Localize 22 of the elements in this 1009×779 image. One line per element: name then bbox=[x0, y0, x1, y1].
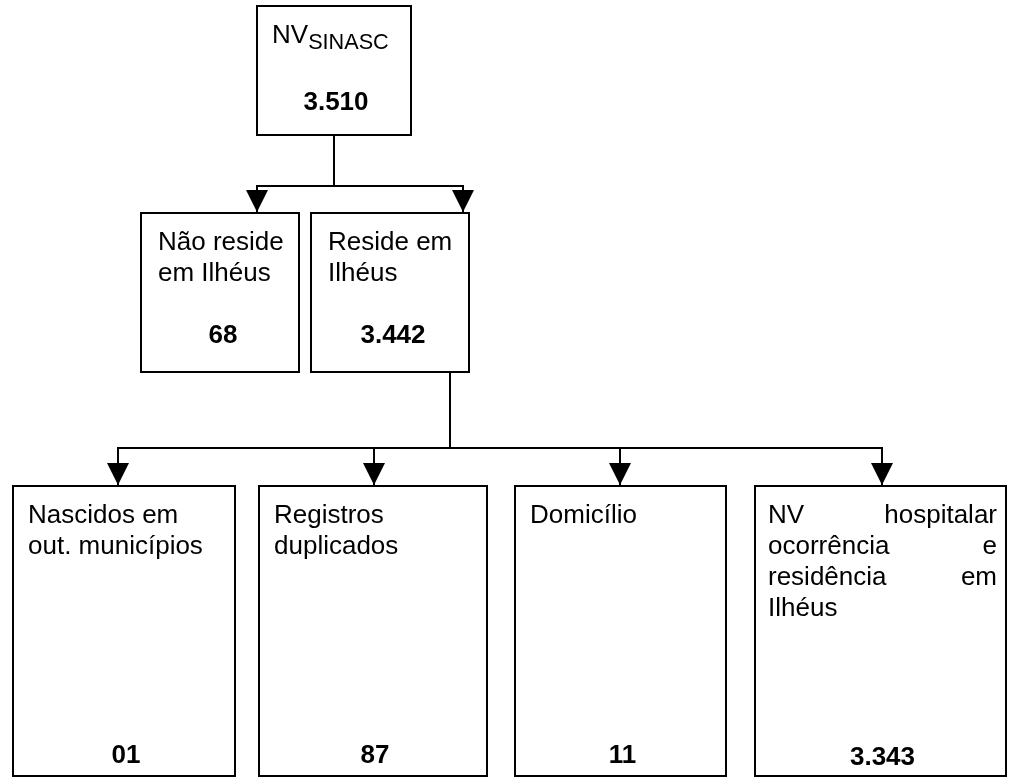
count-value: 3.343 bbox=[849, 741, 916, 771]
box-heading: Nascidos em out. municípios bbox=[28, 499, 203, 560]
box-heading: Registros duplicados bbox=[274, 499, 399, 560]
process-box bbox=[514, 485, 727, 777]
count-value: 11 bbox=[608, 739, 637, 769]
box-heading: Não reside em Ilhéus bbox=[158, 226, 284, 287]
count-value: 68 bbox=[208, 319, 238, 349]
box-heading: NV hospitalar ocorrência e residência em Ilhéus bbox=[768, 499, 997, 622]
process-box bbox=[754, 485, 1007, 777]
count-value: 01 bbox=[111, 739, 141, 769]
count-value: 3.442 bbox=[360, 319, 426, 349]
process-box bbox=[12, 485, 236, 777]
count-value: 3.510 bbox=[303, 86, 369, 116]
process-box bbox=[256, 5, 412, 136]
process-box bbox=[258, 485, 488, 777]
process-box bbox=[140, 212, 300, 373]
arrow bbox=[333, 135, 474, 213]
process-box bbox=[310, 212, 470, 373]
box-heading: Domicílio bbox=[530, 499, 637, 529]
box-heading: NV$_{SINASC}$ bbox=[272, 19, 389, 49]
count-value: 87 bbox=[360, 739, 390, 769]
box-heading: Reside em Ilhéus bbox=[328, 226, 453, 287]
